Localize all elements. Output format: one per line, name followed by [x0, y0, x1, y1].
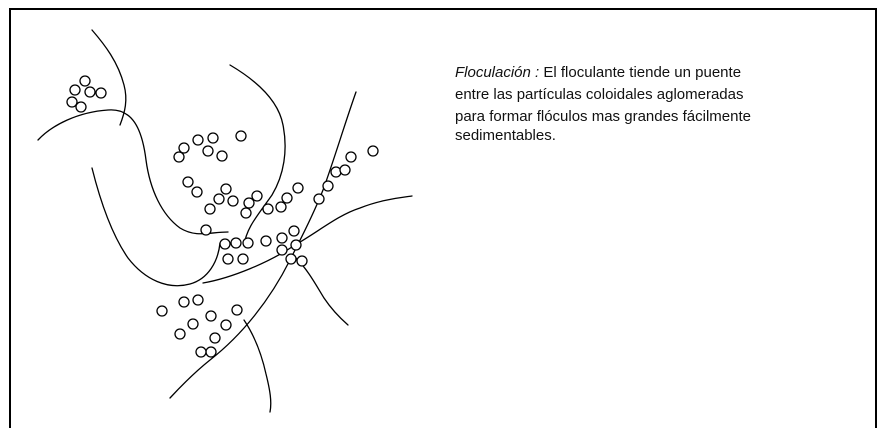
colloid-particle [236, 131, 246, 141]
caption-line-1-text: El floculante tiende un puente [539, 64, 741, 81]
colloid-particle [205, 204, 215, 214]
polymer-chain [92, 168, 220, 286]
flocculation-caption: Floculación : El floculante tiende un pu… [455, 62, 855, 143]
colloid-particle [206, 347, 216, 357]
colloid-particle [232, 305, 242, 315]
colloid-particle [203, 146, 213, 156]
colloid-particle [179, 297, 189, 307]
polymer-chain [244, 320, 271, 412]
colloid-particle [263, 204, 273, 214]
polymer-chain [296, 258, 348, 325]
colloid-particle [206, 311, 216, 321]
colloid-particle [289, 226, 299, 236]
colloid-particle [331, 167, 341, 177]
colloid-particle [244, 198, 254, 208]
colloid-particle [238, 254, 248, 264]
colloid-particle [196, 347, 206, 357]
colloid-particle [76, 102, 86, 112]
colloid-particle [193, 135, 203, 145]
colloid-particle [291, 240, 301, 250]
colloid-particle [252, 191, 262, 201]
caption-line-3: para formar flóculos mas grandes fácilme… [455, 106, 855, 128]
colloid-particle [243, 238, 253, 248]
colloid-particle [368, 146, 378, 156]
colloid-particle [175, 329, 185, 339]
colloid-particle [183, 177, 193, 187]
colloid-particle [276, 202, 286, 212]
colloid-particle [221, 184, 231, 194]
polymer-chain [230, 65, 285, 246]
colloid-particle [261, 236, 271, 246]
colloid-particle [214, 194, 224, 204]
polymer-chain [38, 110, 228, 234]
colloid-particle [286, 254, 296, 264]
caption-term: Floculación : [455, 64, 539, 81]
colloid-particle [217, 151, 227, 161]
colloid-particle [231, 238, 241, 248]
colloid-particle [228, 196, 238, 206]
caption-line-4: sedimentables. [455, 128, 855, 143]
caption-line-2: entre las partículas coloidales aglomera… [455, 84, 855, 106]
colloid-particle [277, 245, 287, 255]
colloid-particle [208, 133, 218, 143]
colloid-particle [96, 88, 106, 98]
colloid-particle [340, 165, 350, 175]
colloid-particle [67, 97, 77, 107]
colloid-particle [314, 194, 324, 204]
colloid-particle [179, 143, 189, 153]
colloid-particle [346, 152, 356, 162]
colloid-particle [174, 152, 184, 162]
colloid-particle [223, 254, 233, 264]
colloid-particle [192, 187, 202, 197]
colloid-particle [277, 233, 287, 243]
colloid-particle [297, 256, 307, 266]
colloid-particle [210, 333, 220, 343]
colloid-particle [293, 183, 303, 193]
colloid-particle [80, 76, 90, 86]
colloid-particle [221, 320, 231, 330]
colloid-particle [282, 193, 292, 203]
colloid-particle [220, 239, 230, 249]
colloid-particle [70, 85, 80, 95]
colloid-particle [193, 295, 203, 305]
colloid-particle [157, 306, 167, 316]
caption-line-1: Floculación : El floculante tiende un pu… [455, 62, 855, 84]
colloid-particle [85, 87, 95, 97]
colloid-particle [188, 319, 198, 329]
colloid-particle [241, 208, 251, 218]
colloid-particle [201, 225, 211, 235]
colloid-particle [323, 181, 333, 191]
